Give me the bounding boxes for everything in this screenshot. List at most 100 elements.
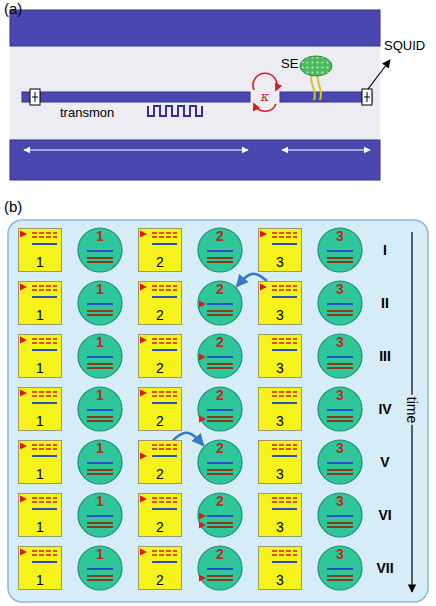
- qubit-number: 2: [138, 361, 182, 376]
- transmon-box: 3: [258, 228, 302, 272]
- qubit-number: 1: [18, 308, 62, 323]
- axis-label: time: [404, 395, 420, 425]
- energy-level: [327, 515, 353, 517]
- energy-level: [272, 285, 297, 287]
- transmon-box: 3: [258, 281, 302, 325]
- energy-level: [207, 261, 233, 263]
- squid-symbol: [364, 92, 370, 102]
- energy-level: [272, 236, 297, 238]
- state-marker: [140, 453, 147, 460]
- qubit-number: 3: [258, 361, 302, 376]
- energy-level: [32, 554, 57, 556]
- ensemble-outline: [78, 546, 122, 590]
- energy-level: [152, 554, 177, 556]
- transmon-box: 1: [18, 281, 62, 325]
- energy-level: [152, 455, 177, 457]
- panel-background: [8, 220, 428, 602]
- ensemble-outline: [198, 228, 242, 272]
- energy-level: [272, 561, 297, 563]
- energy-level: [327, 367, 353, 369]
- spin-ensemble: [300, 56, 332, 76]
- energy-level: [152, 550, 177, 552]
- ensemble-outline: [198, 493, 242, 537]
- energy-level: [87, 420, 113, 422]
- energy-level: [327, 526, 353, 528]
- energy-level: [87, 568, 113, 570]
- energy-level: [87, 303, 113, 305]
- ensemble-number: 2: [197, 282, 243, 297]
- transmon-box: 1: [18, 334, 62, 378]
- energy-level: [152, 285, 177, 287]
- energy-level: [327, 250, 353, 252]
- spin-ensemble-circle: 1: [77, 227, 123, 273]
- energy-level: [272, 232, 297, 234]
- ensemble-outline: [78, 493, 122, 537]
- box-outline: [139, 335, 182, 378]
- energy-level: [327, 473, 353, 475]
- transmon-box: 2: [138, 228, 182, 272]
- energy-level: [327, 261, 353, 263]
- energy-level: [152, 243, 177, 245]
- qubit-number: 1: [18, 520, 62, 535]
- spin-ensemble-circle: 1: [77, 492, 123, 538]
- qubit-number: 3: [258, 255, 302, 270]
- state-marker: [140, 337, 147, 344]
- energy-level: [207, 303, 233, 305]
- energy-level: [152, 395, 177, 397]
- energy-level: [207, 310, 233, 312]
- energy-level: [32, 508, 57, 510]
- energy-level: [152, 289, 177, 291]
- energy-level: [207, 409, 233, 411]
- state-marker: [20, 443, 27, 450]
- ensemble-number: 3: [317, 388, 363, 403]
- ensemble-number: 2: [197, 547, 243, 562]
- transmon-box: 3: [258, 440, 302, 484]
- energy-level: [207, 363, 233, 365]
- ensemble-number: 3: [317, 441, 363, 456]
- energy-level: [327, 575, 353, 577]
- box-outline: [19, 494, 62, 537]
- spin-ensemble-circle: 2: [197, 386, 243, 432]
- box-outline: [259, 441, 302, 484]
- energy-level: [327, 522, 353, 524]
- energy-level: [272, 448, 297, 450]
- transmon-box: 3: [258, 546, 302, 590]
- ensemble-number: 1: [77, 335, 123, 350]
- dimension-arrow: [282, 149, 370, 150]
- energy-level: [327, 314, 353, 316]
- ensemble-outline: [198, 281, 242, 325]
- energy-level: [32, 236, 57, 238]
- qubit-number: 3: [258, 467, 302, 482]
- qubit-number: 1: [18, 414, 62, 429]
- ensemble-outline: [198, 387, 242, 431]
- energy-level: [207, 420, 233, 422]
- energy-level: [32, 455, 57, 457]
- energy-level: [207, 473, 233, 475]
- energy-level: [32, 285, 57, 287]
- squid-symbol: [32, 92, 38, 102]
- spin-ensemble-circle: 1: [77, 280, 123, 326]
- ensemble-number: 2: [197, 335, 243, 350]
- step-numeral: VI: [378, 507, 391, 523]
- squid-symbol: [30, 89, 40, 105]
- energy-level: [87, 469, 113, 471]
- energy-level: [87, 314, 113, 316]
- box-outline: [19, 282, 62, 325]
- energy-level: [327, 303, 353, 305]
- ensemble-outline: [318, 387, 362, 431]
- energy-level: [152, 232, 177, 234]
- transmon-box: 2: [138, 546, 182, 590]
- spin-ensemble-circle: 2: [197, 333, 243, 379]
- spin-ensemble-circle: 2: [197, 439, 243, 485]
- spin-ensemble-circle: 1: [77, 333, 123, 379]
- energy-level: [207, 579, 233, 581]
- energy-level: [207, 522, 233, 524]
- spin-ensemble-circle: 2: [197, 492, 243, 538]
- energy-level: [272, 289, 297, 291]
- energy-level: [207, 367, 233, 369]
- energy-level: [327, 416, 353, 418]
- energy-level: [272, 402, 297, 404]
- qubit-number: 3: [258, 414, 302, 429]
- energy-level: [152, 391, 177, 393]
- energy-level: [32, 338, 57, 340]
